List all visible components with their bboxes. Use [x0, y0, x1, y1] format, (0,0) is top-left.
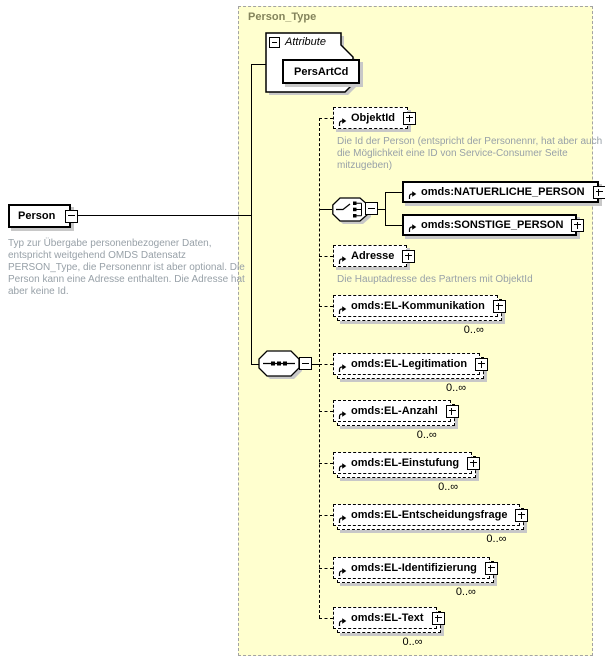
connector-line: [319, 364, 333, 365]
sequence-collapse-icon[interactable]: [299, 357, 312, 370]
element-label: omds:EL-Legitimation: [351, 358, 468, 370]
reference-arrow-icon: [338, 617, 347, 627]
expand-toggle-icon[interactable]: [492, 299, 506, 313]
element-omds-el-entscheidungsfrage[interactable]: omds:EL-Entscheidungsfrage: [333, 504, 529, 526]
element-omds-el-kommunikation[interactable]: omds:EL-Kommunikation: [333, 295, 506, 317]
attribute-group-collapse-icon[interactable]: [269, 37, 280, 48]
expand-toggle-icon[interactable]: [431, 611, 445, 625]
connector-line: [251, 64, 252, 365]
attribute-persartcd[interactable]: PersArtCd: [282, 59, 361, 84]
reference-arrow-icon: [338, 514, 347, 524]
reference-arrow-icon: [338, 305, 347, 315]
reference-arrow-icon: [338, 117, 347, 127]
connector-line: [378, 209, 385, 210]
connector-line: [319, 568, 333, 569]
expand-toggle-icon[interactable]: [402, 249, 416, 263]
element-annotation: Die Id der Person (entspricht der Person…: [337, 136, 603, 171]
element-person[interactable]: Person: [8, 204, 79, 228]
connector-line: [71, 215, 251, 216]
element-omds-el-legitimation[interactable]: omds:EL-Legitimation: [333, 353, 489, 375]
element-omds-el-einstufung[interactable]: omds:EL-Einstufung: [333, 452, 481, 474]
connector-line: [319, 515, 333, 516]
element-omds-natuerliche-person[interactable]: omds:NATUERLICHE_PERSON: [402, 181, 605, 203]
element-omds-el-identifizierung[interactable]: omds:EL-Identifizierung: [333, 557, 498, 579]
element-label: omds:NATUERLICHE_PERSON: [421, 186, 585, 198]
connector-line: [385, 225, 402, 226]
reference-arrow-icon: [338, 410, 347, 420]
expand-toggle-icon[interactable]: [484, 561, 498, 575]
element-person-label: Person: [18, 210, 56, 222]
person-type-label: Person_Type: [248, 11, 317, 23]
connector-line: [319, 118, 320, 618]
reference-arrow-icon: [408, 223, 417, 233]
connector-line: [319, 463, 333, 464]
element-omds-el-text[interactable]: omds:EL-Text: [333, 607, 445, 629]
connector-line: [319, 306, 333, 307]
element-label: omds:EL-Entscheidungsfrage: [351, 509, 508, 521]
element-label: omds:EL-Anzahl: [351, 405, 438, 417]
occurrence-label: 0..∞: [455, 586, 476, 598]
element-label: omds:SONSTIGE_PERSON: [421, 219, 564, 231]
occurrence-label: 0..∞: [402, 636, 423, 648]
connector-line: [312, 364, 319, 365]
person-annotation: Typ zur Übergabe personenbezogener Daten…: [8, 238, 245, 297]
expand-toggle-icon[interactable]: [403, 111, 417, 125]
element-omds-el-anzahl[interactable]: omds:EL-Anzahl: [333, 400, 459, 422]
expand-toggle-icon[interactable]: [592, 185, 605, 199]
element-label: omds:EL-Kommunikation: [351, 300, 485, 312]
occurrence-label: 0..∞: [486, 533, 507, 545]
attribute-persartcd-label: PersArtCd: [294, 65, 349, 78]
element-label: omds:EL-Einstufung: [351, 457, 460, 469]
connector-line: [319, 411, 333, 412]
connector-line: [251, 64, 266, 65]
reference-arrow-icon: [338, 462, 347, 472]
reference-arrow-icon: [338, 255, 347, 265]
connector-line: [319, 209, 332, 210]
element-label: omds:EL-Text: [351, 612, 424, 624]
reference-arrow-icon: [408, 190, 417, 200]
expand-toggle-icon[interactable]: [475, 357, 489, 371]
connector-line: [319, 618, 333, 619]
element-adresse[interactable]: Adresse: [333, 245, 416, 267]
connector-line: [251, 364, 260, 365]
reference-arrow-icon: [338, 363, 347, 373]
sequence-icon: [258, 350, 302, 379]
connector-line: [319, 256, 333, 257]
choice-collapse-icon[interactable]: [365, 202, 378, 215]
element-annotation: Die Hauptadresse des Partners mit Objekt…: [337, 274, 533, 285]
expand-toggle-icon[interactable]: [571, 218, 585, 232]
expand-toggle-icon[interactable]: [467, 456, 481, 470]
connector-line: [385, 192, 402, 193]
element-label: ObjektId: [351, 112, 396, 124]
attribute-group-label: Attribute: [285, 36, 326, 48]
occurrence-label: 0..∞: [416, 429, 437, 441]
element-label: Adresse: [351, 250, 395, 262]
expand-toggle-icon[interactable]: [445, 404, 459, 418]
element-label: omds:EL-Identifizierung: [351, 562, 477, 574]
reference-arrow-icon: [338, 567, 347, 577]
choice-icon: [332, 197, 371, 224]
occurrence-label: 0..∞: [446, 382, 467, 394]
connector-line: [385, 192, 386, 226]
occurrence-label: 0..∞: [463, 324, 484, 336]
collapse-toggle-icon[interactable]: [65, 209, 79, 223]
element-objektid[interactable]: ObjektId: [333, 107, 417, 129]
occurrence-label: 0..∞: [438, 481, 459, 493]
expand-toggle-icon[interactable]: [515, 508, 529, 522]
connector-line: [319, 118, 333, 119]
element-omds-sonstige-person[interactable]: omds:SONSTIGE_PERSON: [402, 214, 585, 236]
